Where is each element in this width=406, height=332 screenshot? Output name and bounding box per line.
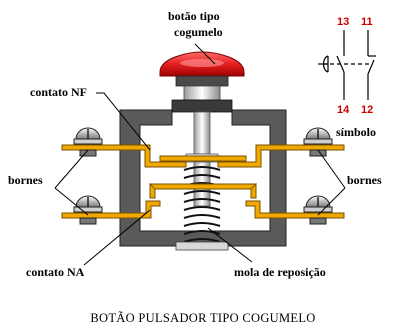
- contact-nf-label: contato NF: [30, 85, 87, 99]
- terminals-right-label: bornes: [347, 173, 382, 187]
- terminal-11: 11: [361, 16, 373, 28]
- terminal-13: 13: [337, 16, 349, 28]
- leader-lines: [54, 43, 346, 266]
- mushroom-button: [159, 51, 245, 113]
- terminal-screw-bottom-right: [303, 195, 333, 225]
- terminal-12: 12: [361, 104, 373, 116]
- button-label-line1: botão tipo: [168, 9, 220, 23]
- symbol-label: símbolo: [336, 125, 376, 139]
- terminal-14: 14: [337, 104, 350, 116]
- diagram-caption: BOTÃO PULSADOR TIPO COGUMELO: [90, 311, 315, 325]
- button-label-line2: cogumelo: [174, 25, 223, 39]
- electrical-symbol: 13 11 14 12 símbolo: [318, 16, 376, 139]
- contact-na-label: contato NA: [26, 265, 85, 279]
- terminal-screw-top-left: [73, 127, 103, 157]
- terminal-screw-top-right: [303, 127, 333, 157]
- terminal-screw-bottom-left: [73, 195, 103, 225]
- housing: [119, 109, 287, 247]
- return-spring-label: mola de reposição: [234, 265, 326, 279]
- terminals-left-label: bornes: [8, 173, 43, 187]
- spring-seat: [175, 241, 229, 251]
